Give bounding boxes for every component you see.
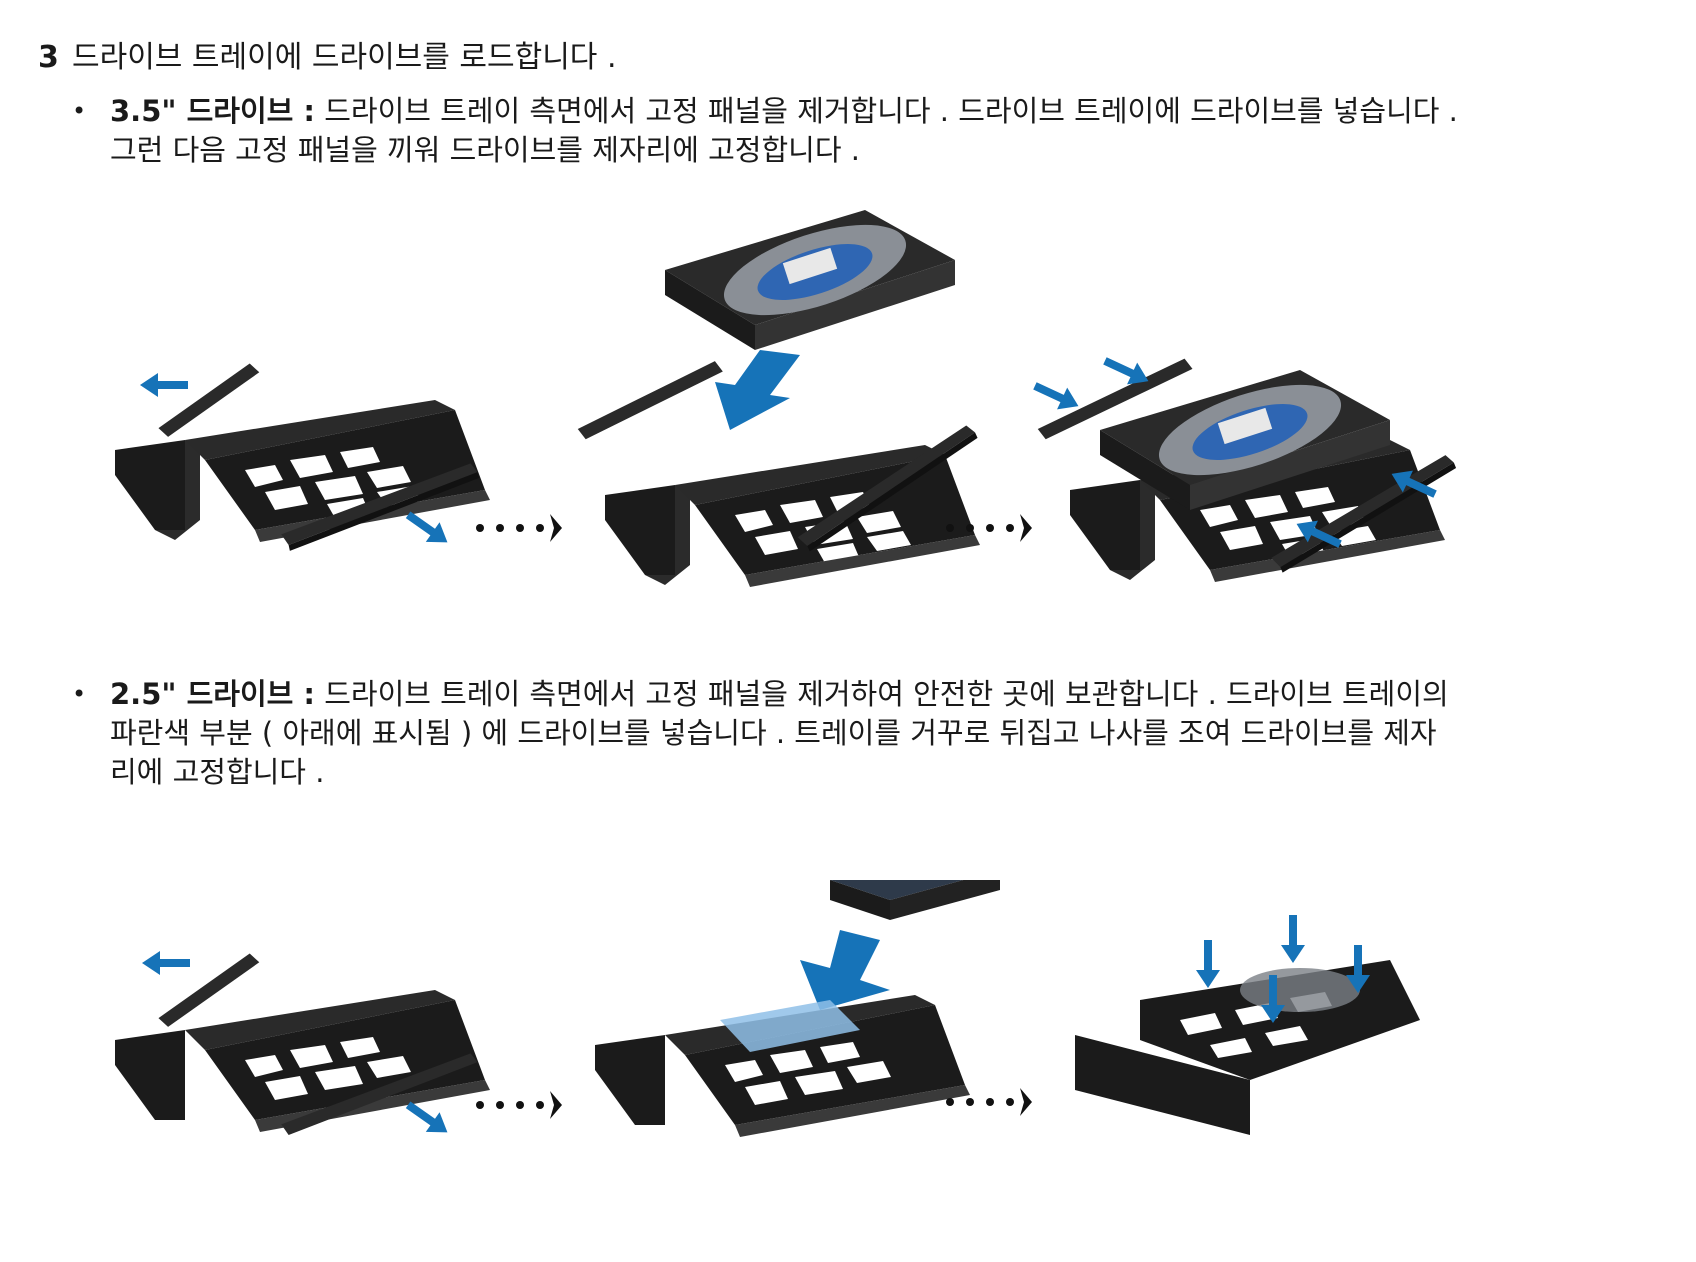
ssd-icon [830,880,1000,920]
blue-arrow-icon [800,930,890,1010]
blue-arrow-icon [1281,915,1305,963]
tray-with-rails-removed [115,951,490,1143]
tray-front-icon [1075,1035,1250,1135]
bullet-label: 3.5" 드라이브 : [110,94,315,128]
rail-icon [577,361,723,440]
rail-icon [281,1053,478,1136]
bullet-text-line: 리에 고정합니다 . [110,755,325,789]
rail-icon [158,953,260,1027]
bullet-text-line: 드라이브 트레이 측면에서 고정 패널을 제거하여 안전한 곳에 보관합니다 .… [324,677,1449,711]
dotted-flow-arrow-icon [476,1091,562,1119]
blue-arrow-icon [1029,375,1084,418]
figure-3-5-drive-steps [115,210,1469,587]
bullet-text-line: 파란색 부분 ( 아래에 표시됨 ) 에 드라이브를 넣습니다 . 트레이를 거… [110,716,1437,750]
tray-with-rails-removed [115,363,490,553]
rail-icon [1037,358,1193,440]
tray-flipped-screws [1075,915,1420,1135]
ssd-inserted-into-tray [595,880,1000,1137]
bullet-text-line: 그런 다음 고정 패널을 끼워 드라이브를 제자리에 고정합니다 . [110,133,860,167]
bullet-dot: • [72,97,87,125]
bullet-text-line: 드라이브 트레이 측면에서 고정 패널을 제거합니다 . 드라이브 트레이에 드… [324,94,1458,128]
blue-arrow-icon [715,350,800,430]
drive-inserted-into-tray [577,210,992,587]
blue-arrow-icon [142,951,190,975]
blue-arrow-icon [1196,940,1220,988]
rails-reinstalled [1029,350,1469,582]
bullet-label: 2.5" 드라이브 : [110,677,315,711]
step-title: 드라이브 트레이에 드라이브를 로드합니다 . [72,40,617,75]
ssd-placement-highlight [720,1000,860,1052]
drive-underside-icon [1240,968,1360,1012]
blue-arrow-icon [140,373,188,397]
rail-icon [158,363,260,437]
step-heading: 3 드라이브 트레이에 드라이브를 로드합니다 . [38,38,616,78]
hdd-icon [665,210,955,350]
dotted-flow-arrow-icon [476,514,562,542]
figure-2-5-drive-steps [115,880,1420,1143]
step-number: 3 [38,40,59,75]
bullet-dot: • [72,680,87,708]
